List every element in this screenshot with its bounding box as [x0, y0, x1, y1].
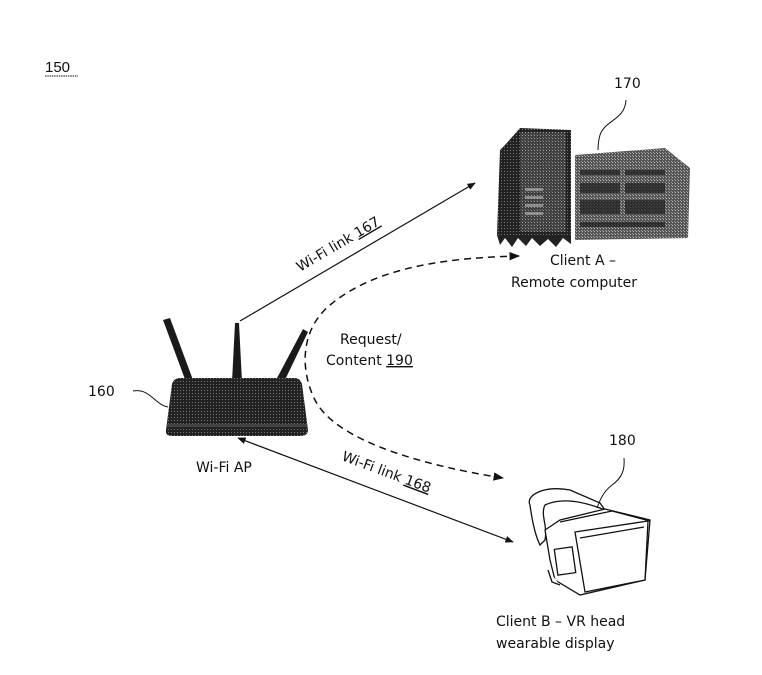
ap-label: Wi-Fi AP	[196, 460, 252, 476]
wifi-link-b-label-group: Wi-Fi link 168	[340, 449, 433, 497]
wifi-link-b-text: Wi-Fi link	[340, 449, 408, 487]
vr-headset-icon	[528, 488, 651, 596]
figure-reference: 150	[45, 59, 70, 76]
client-a-leader-line	[597, 99, 627, 151]
client-a-reference: 170	[614, 76, 641, 92]
request-content-text: Content	[326, 353, 386, 369]
server-computer-icon	[497, 128, 690, 247]
wifi-link-a-ref: 167	[352, 214, 383, 241]
request-content-dashed-path	[304, 252, 521, 481]
wifi-link-a-arrow	[239, 182, 476, 322]
client-b-leader-line	[596, 457, 625, 509]
wifi-link-b-ref: 168	[402, 472, 433, 496]
wifi-link-b-label: Wi-Fi link 168	[340, 449, 433, 497]
ap-leader-line	[132, 390, 169, 408]
request-content-label-line1: Request/	[340, 332, 402, 348]
client-a-label-line2: Remote computer	[511, 275, 637, 291]
client-b-reference: 180	[609, 433, 636, 449]
client-a-label-line1: Client A –	[550, 253, 616, 269]
request-content-ref: 190	[386, 353, 413, 369]
wifi-link-a-text: Wi-Fi link	[294, 228, 360, 276]
wifi-router-icon	[163, 318, 308, 436]
client-b-label-line1: Client B – VR head	[496, 614, 625, 630]
wifi-link-b-arrow	[237, 437, 514, 543]
client-b-label-line2: wearable display	[496, 636, 615, 652]
ap-reference: 160	[88, 384, 115, 400]
request-content-label-line2: Content 190	[326, 353, 413, 369]
